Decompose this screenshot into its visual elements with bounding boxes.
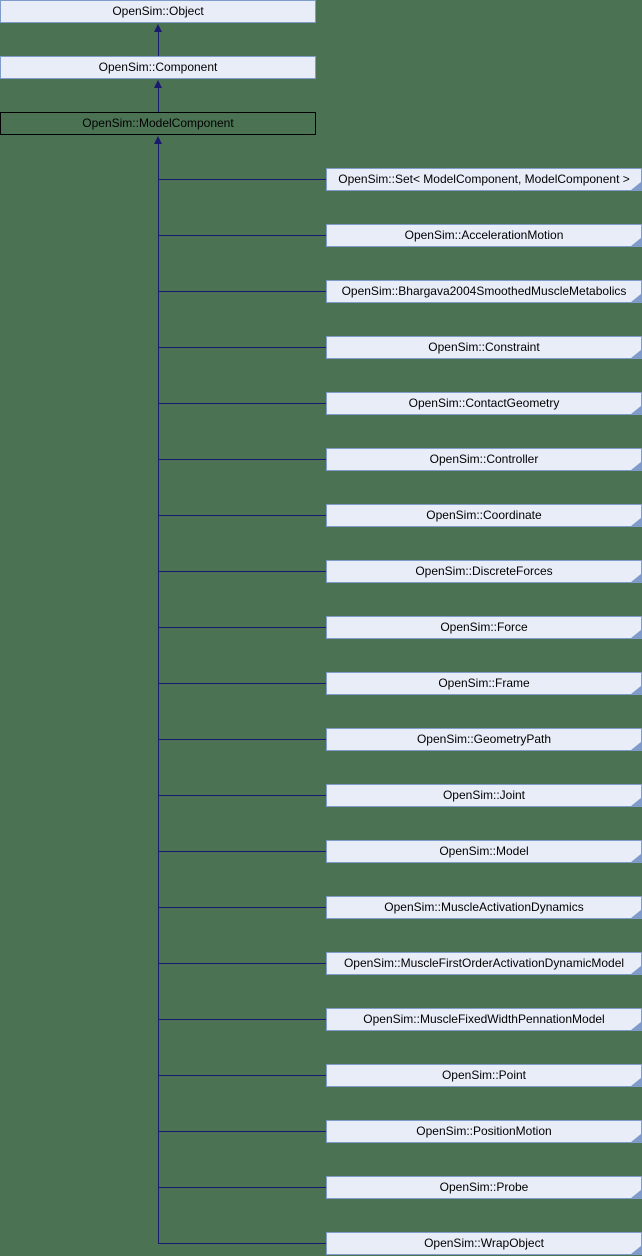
- class-node-derived[interactable]: OpenSim::Bhargava2004SmoothedMuscleMetab…: [326, 280, 642, 303]
- arrowhead-up-icon: [154, 136, 162, 144]
- edge-branch-line: [158, 1075, 326, 1076]
- edge-branch-line: [158, 347, 326, 348]
- edge-branch-line: [158, 795, 326, 796]
- edge-branch-line: [158, 515, 326, 516]
- class-node-derived[interactable]: OpenSim::Model: [326, 840, 642, 863]
- class-node-derived[interactable]: OpenSim::WrapObject: [326, 1232, 642, 1255]
- arrowhead-up-icon: [154, 24, 162, 32]
- class-node-derived[interactable]: OpenSim::Force: [326, 616, 642, 639]
- class-node-object[interactable]: OpenSim::Object: [0, 0, 316, 23]
- edge-branch-line: [158, 739, 326, 740]
- edge-branch-line: [158, 1243, 326, 1244]
- class-node-derived[interactable]: OpenSim::MuscleFirstOrderActivationDynam…: [326, 952, 642, 975]
- class-node-derived[interactable]: OpenSim::AccelerationMotion: [326, 224, 642, 247]
- class-node-derived[interactable]: OpenSim::MuscleFixedWidthPennationModel: [326, 1008, 642, 1031]
- arrowhead-up-icon: [154, 80, 162, 88]
- class-node-derived[interactable]: OpenSim::Constraint: [326, 336, 642, 359]
- edge-branch-line: [158, 851, 326, 852]
- class-node-derived[interactable]: OpenSim::Coordinate: [326, 504, 642, 527]
- class-node-derived[interactable]: OpenSim::Point: [326, 1064, 642, 1087]
- edge-trunk-derived-classes: [158, 144, 159, 1244]
- edge-branch-line: [158, 235, 326, 236]
- class-node-modelcomponent-current: OpenSim::ModelComponent: [0, 112, 316, 135]
- edge-branch-line: [158, 627, 326, 628]
- edge-branch-line: [158, 291, 326, 292]
- edge-branch-line: [158, 1131, 326, 1132]
- class-node-derived[interactable]: OpenSim::Set< ModelComponent, ModelCompo…: [326, 168, 642, 191]
- edge-branch-line: [158, 571, 326, 572]
- edge-line-modelcomponent-to-component: [158, 88, 159, 112]
- edge-branch-line: [158, 963, 326, 964]
- class-node-derived[interactable]: OpenSim::Controller: [326, 448, 642, 471]
- edge-branch-line: [158, 403, 326, 404]
- edge-branch-line: [158, 459, 326, 460]
- edge-branch-line: [158, 1019, 326, 1020]
- edge-branch-line: [158, 179, 326, 180]
- class-node-derived[interactable]: OpenSim::ContactGeometry: [326, 392, 642, 415]
- class-node-derived[interactable]: OpenSim::DiscreteForces: [326, 560, 642, 583]
- class-node-derived[interactable]: OpenSim::GeometryPath: [326, 728, 642, 751]
- edge-branch-line: [158, 907, 326, 908]
- class-node-derived[interactable]: OpenSim::Probe: [326, 1176, 642, 1199]
- class-node-derived[interactable]: OpenSim::MuscleActivationDynamics: [326, 896, 642, 919]
- class-node-derived[interactable]: OpenSim::Joint: [326, 784, 642, 807]
- edge-branch-line: [158, 683, 326, 684]
- class-node-component[interactable]: OpenSim::Component: [0, 56, 316, 79]
- class-node-derived[interactable]: OpenSim::PositionMotion: [326, 1120, 642, 1143]
- edge-branch-line: [158, 1187, 326, 1188]
- class-node-derived[interactable]: OpenSim::Frame: [326, 672, 642, 695]
- edge-line-component-to-object: [158, 32, 159, 56]
